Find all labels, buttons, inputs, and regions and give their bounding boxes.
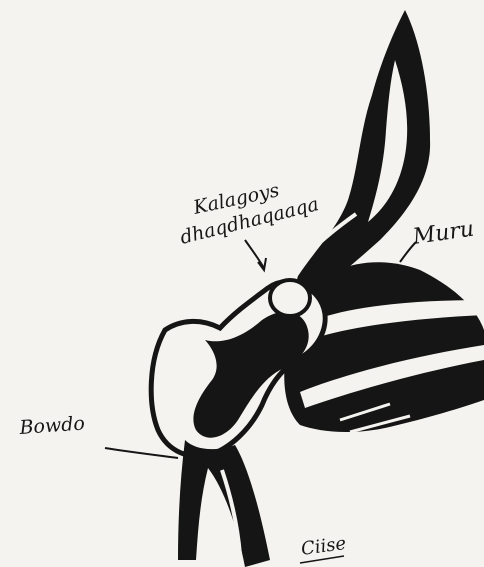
joint-socket bbox=[270, 280, 310, 316]
label-bone-head: Bowdo bbox=[18, 412, 86, 439]
